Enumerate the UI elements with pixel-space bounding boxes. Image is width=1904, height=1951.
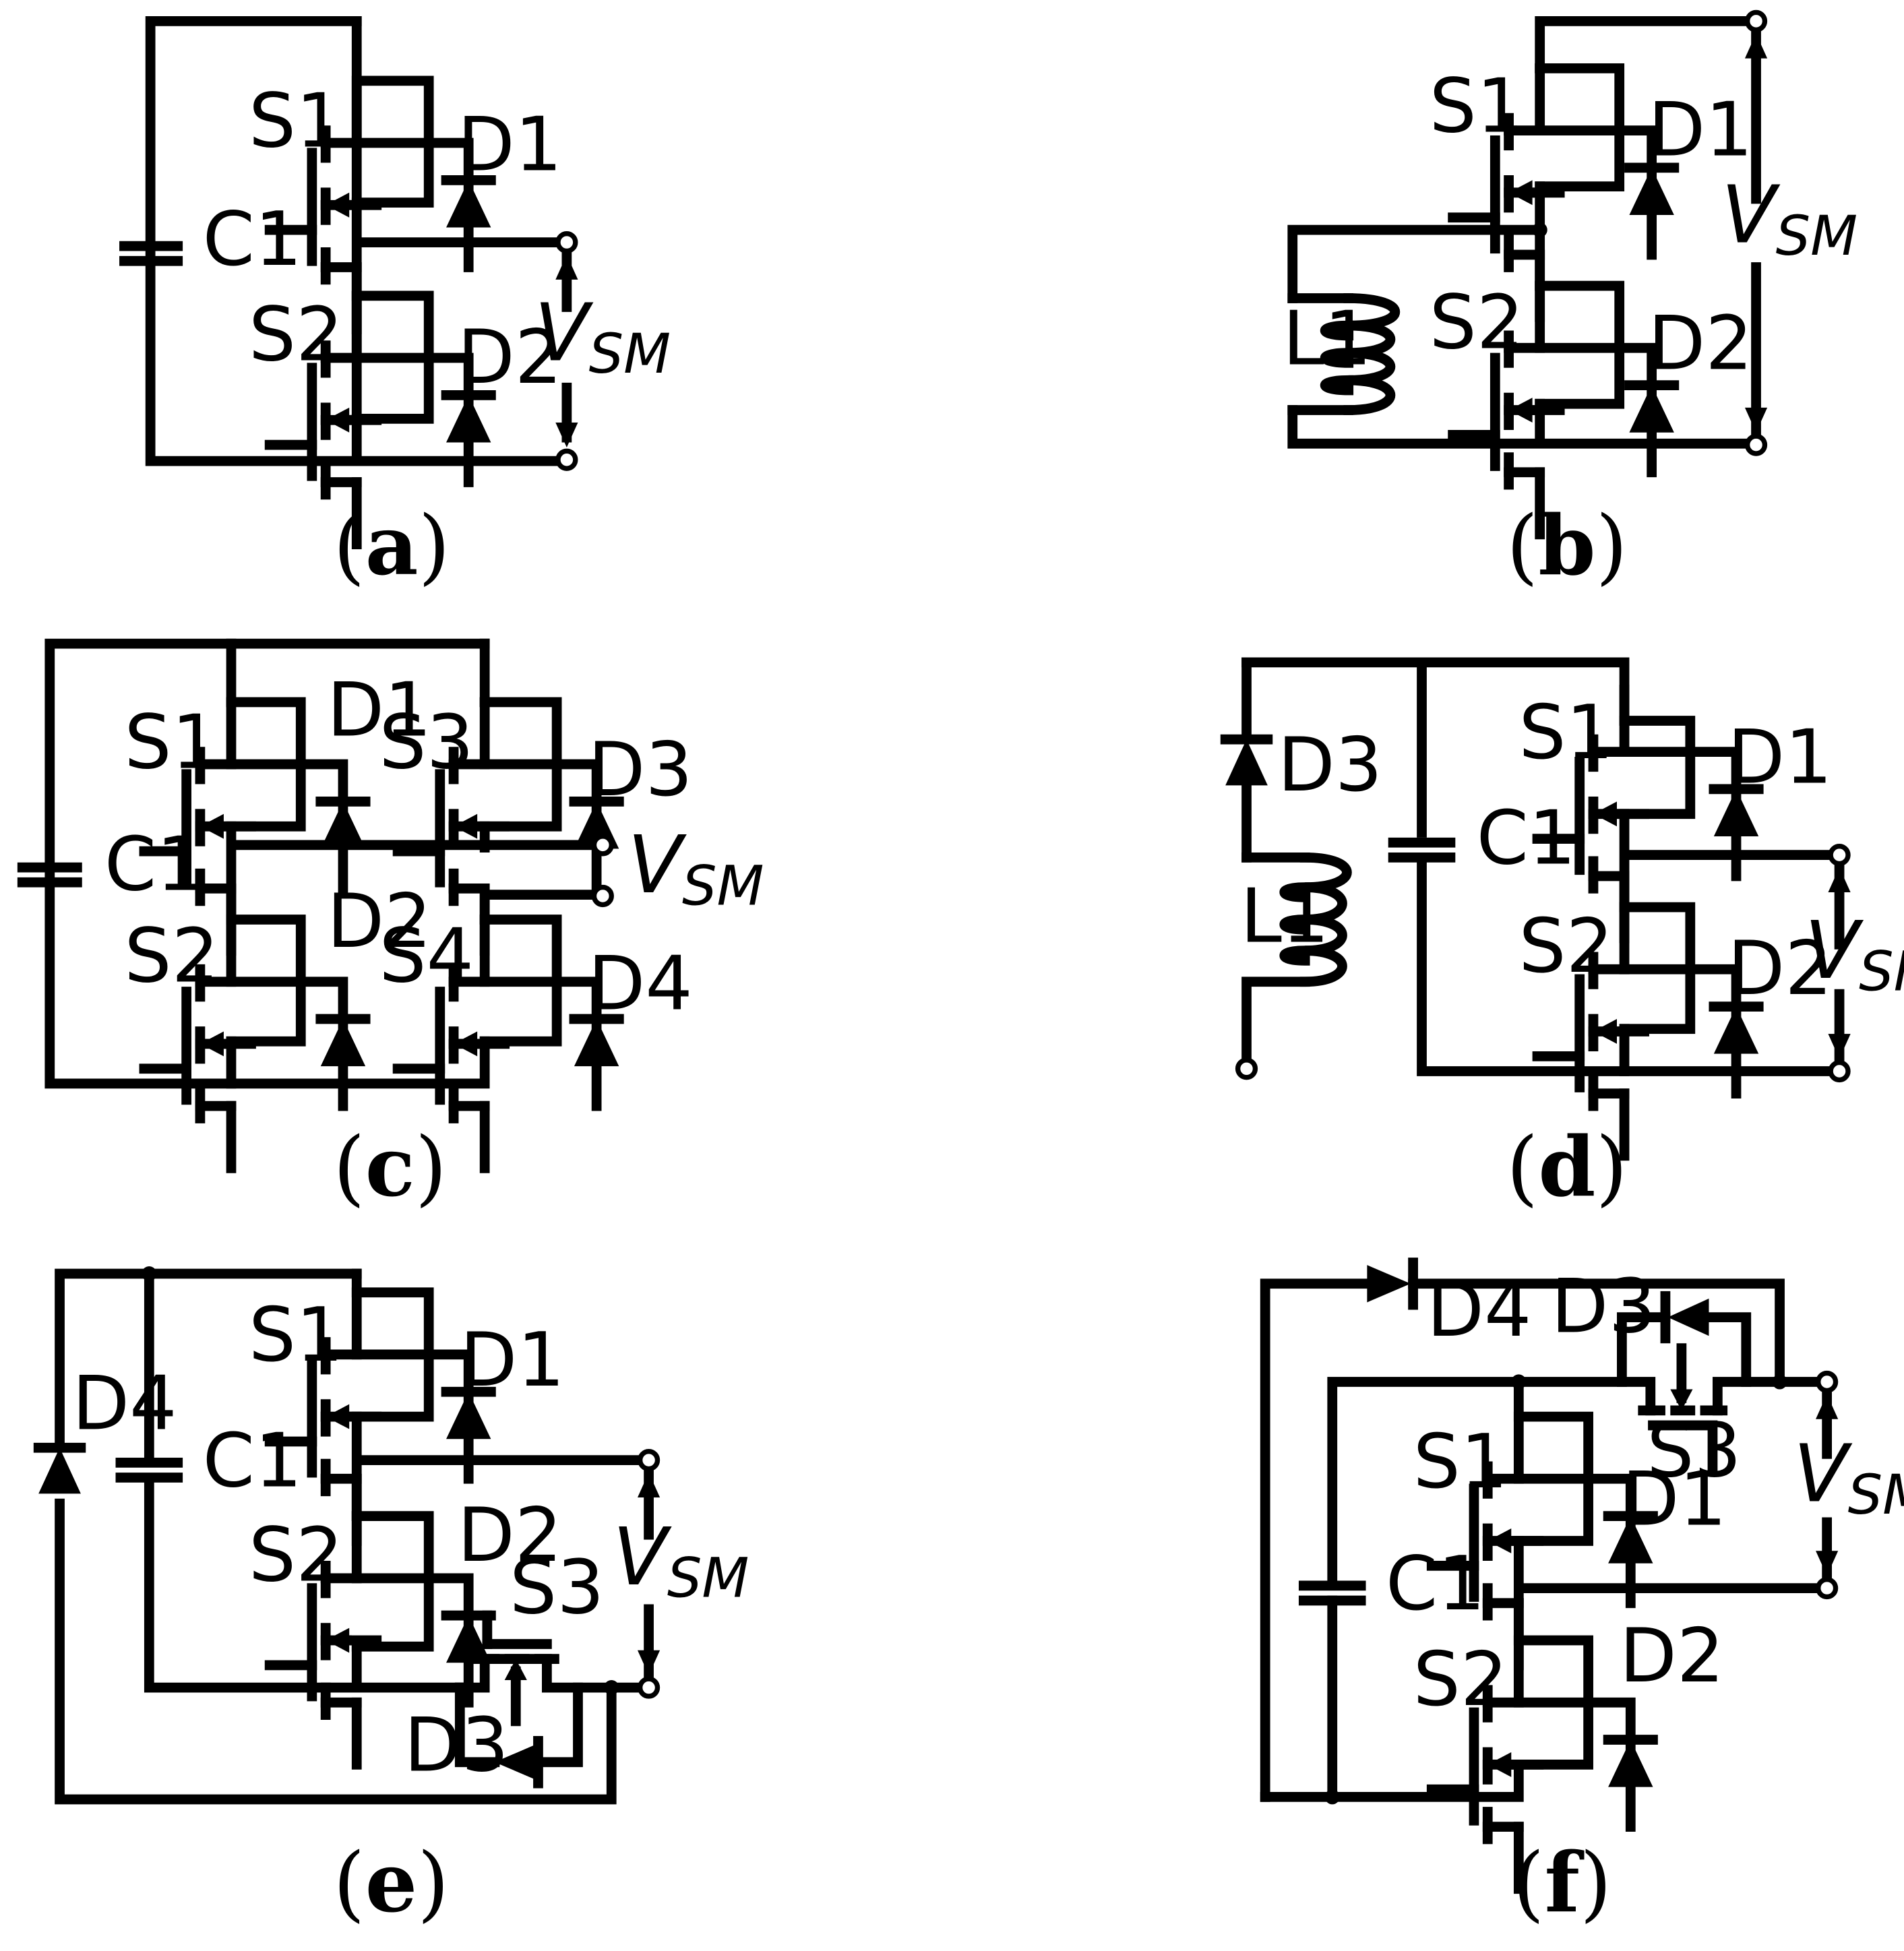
b-d2: D2 [1648, 301, 1753, 388]
d-l1: L1 [1240, 873, 1329, 960]
c-d4: D4 [588, 940, 693, 1027]
panel-d: D3 L1 C1 S1 D1 S2 D2 VSM (d) [1220, 657, 1904, 1215]
d-v: VSM [1804, 904, 1904, 1003]
panel-b: S1 D1 L1 S2 D2 VSM (b) [1283, 9, 1857, 594]
b-d1: D1 [1648, 86, 1753, 173]
a-s2: S2 [249, 292, 344, 379]
c-s2: S2 [124, 913, 219, 1000]
c-d2: D2 [327, 878, 432, 965]
f-d3: D3 [1551, 1264, 1656, 1351]
f-s2: S2 [1413, 1636, 1508, 1723]
caption-e: (e) [333, 1834, 449, 1931]
e-d3: D3 [404, 1702, 509, 1789]
b-s1: S1 [1430, 63, 1525, 150]
caption-f: (f) [1512, 1834, 1611, 1931]
d-d3: D3 [1278, 722, 1383, 809]
e-d1: D1 [460, 1317, 565, 1404]
f-d4: D4 [1427, 1267, 1532, 1354]
e-s3: S3 [510, 1544, 605, 1631]
e-d4: D4 [72, 1361, 177, 1448]
b-s2: S2 [1430, 279, 1525, 366]
c-s3: S3 [379, 700, 474, 786]
a-d2: D2 [458, 314, 563, 401]
f-s1: S1 [1413, 1419, 1508, 1506]
c-d3: D3 [588, 726, 693, 813]
b-l1: L1 [1283, 295, 1372, 382]
e-s1: S1 [249, 1292, 344, 1379]
c-c1: C1 [104, 821, 204, 908]
panel-e: D4 C1 S1 D1 S2 D2 S3 D3 VSM (e) [33, 1266, 749, 1931]
e-d2: D2 [458, 1492, 563, 1579]
f-c1: C1 [1386, 1541, 1485, 1628]
c-s1: S1 [124, 700, 219, 786]
e-c1: C1 [203, 1417, 303, 1504]
b-v: VSM [1721, 168, 1857, 268]
a-v: VSM [534, 286, 671, 386]
f-s3: S3 [1647, 1408, 1742, 1495]
c-s4: S4 [379, 913, 474, 1000]
c-d1: D1 [327, 667, 432, 754]
caption-d: (d) [1506, 1119, 1628, 1215]
panel-f: D4 D3 S3 C1 S1 D1 S2 D2 VSM (f) [1260, 1258, 1904, 1931]
d-s1: S1 [1518, 689, 1614, 776]
d-s2: S2 [1518, 903, 1614, 990]
a-c1: C1 [203, 196, 303, 283]
panel-c: S1 D1 S3 D3 C1 D2 S2 S4 D4 VSM (c) [17, 638, 764, 1215]
e-s2: S2 [249, 1512, 344, 1599]
d-c1: C1 [1477, 795, 1576, 882]
e-v: VSM [613, 1510, 749, 1610]
f-v: VSM [1793, 1427, 1904, 1526]
f-d1: D1 [1622, 1456, 1727, 1543]
d-d2: D2 [1727, 925, 1833, 1012]
a-s1: S1 [249, 78, 344, 165]
panel-a: S1 D1 C1 S2 D2 VSM (a) [119, 16, 671, 594]
caption-c: (c) [333, 1119, 447, 1215]
f-d2: D2 [1620, 1613, 1725, 1700]
caption-a: (a) [333, 497, 450, 594]
c-v: VSM [627, 818, 764, 918]
caption-b: (b) [1506, 497, 1628, 594]
d-d1: D1 [1727, 714, 1833, 801]
a-d1: D1 [458, 102, 563, 189]
